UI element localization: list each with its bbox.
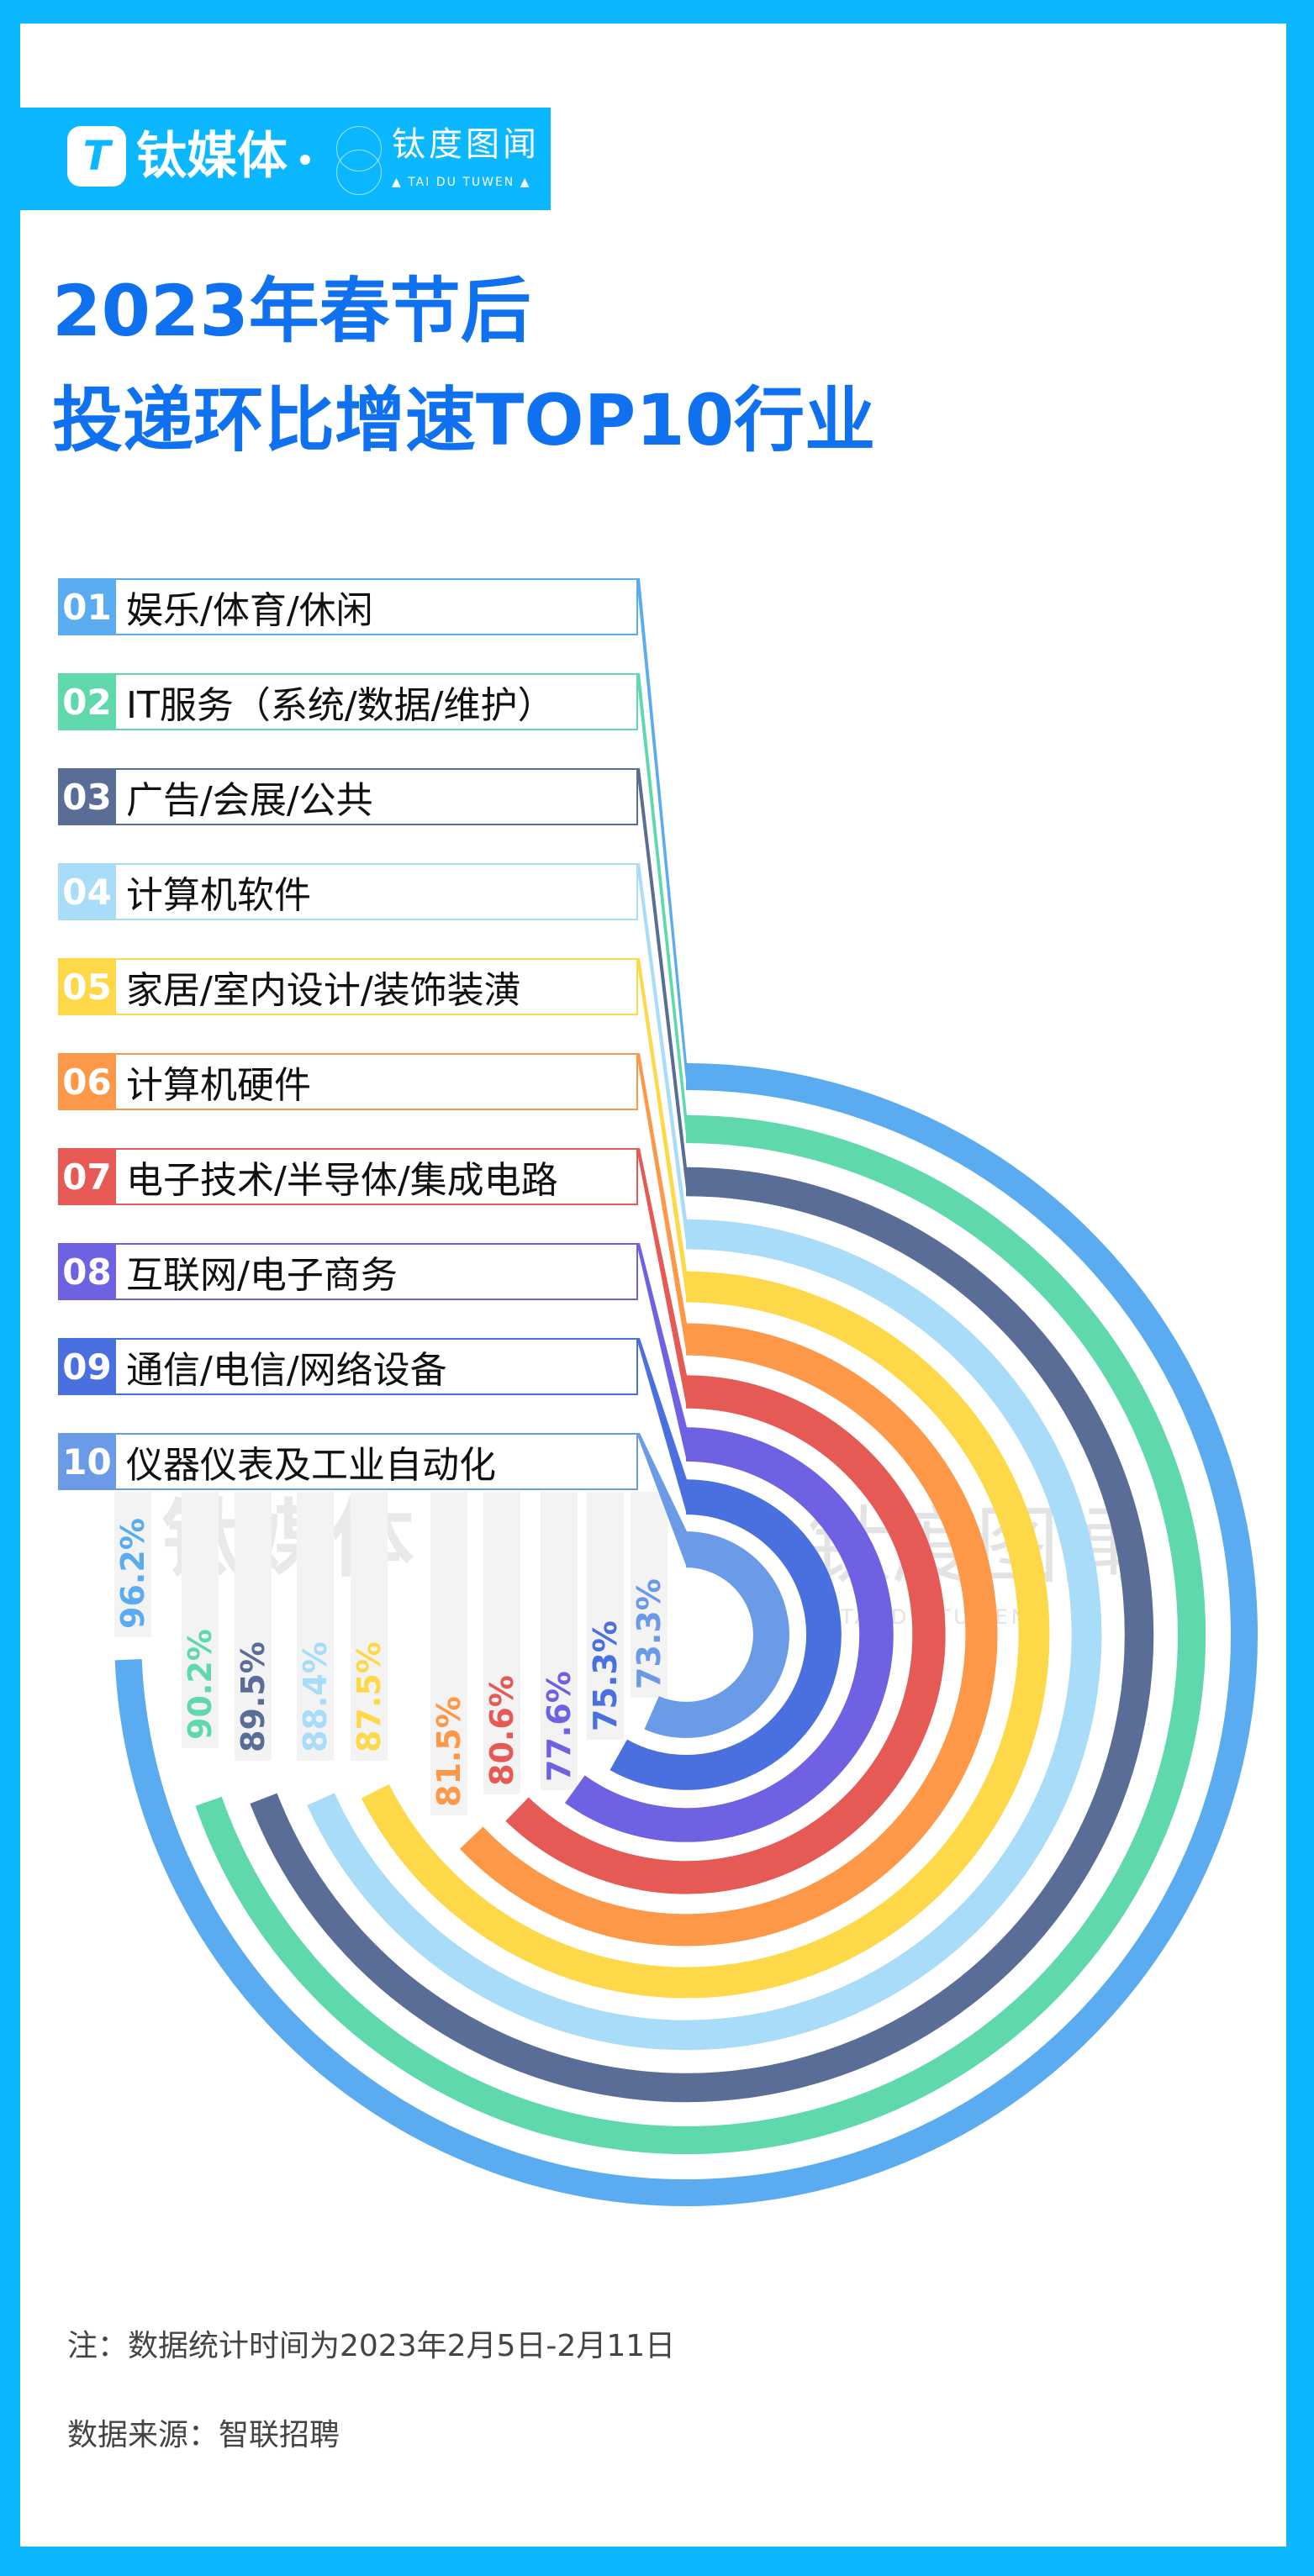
legend-rank: 03: [58, 768, 116, 825]
value-label: 96.2%: [114, 1518, 151, 1629]
legend-label: 计算机软件: [126, 874, 311, 917]
connector-line: [636, 1148, 687, 1409]
brand2-logo-icon-lower: [336, 150, 382, 195]
legend-label: 家居/室内设计/装饰装潢: [126, 969, 521, 1012]
ring-bar: [505, 1375, 946, 1894]
value-label: 75.3%: [587, 1620, 624, 1731]
label-column-bg: [631, 1492, 668, 1698]
label-column-bg: [235, 1492, 272, 1761]
legend-rank: 01: [58, 578, 116, 635]
label-column-bg: [587, 1492, 624, 1740]
label-column-bg: [483, 1492, 520, 1794]
ring-bar: [195, 1114, 1206, 2155]
ring-bar: [114, 1063, 1258, 2206]
ring-bar: [459, 1323, 998, 1946]
data-source: 数据来源：智联招聘: [67, 2418, 340, 2452]
connector-line: [636, 1433, 687, 1568]
legend-rank: 08: [58, 1243, 116, 1300]
connector-line: [636, 863, 687, 1250]
connector-line: [636, 1338, 687, 1515]
label-column-bg: [297, 1492, 334, 1761]
connector-line: [636, 1053, 687, 1356]
label-column-bg: [430, 1492, 467, 1815]
connector-line: [636, 578, 687, 1090]
ring-bar: [610, 1479, 842, 1790]
legend-rank: 02: [58, 673, 116, 730]
legend-rank: 04: [58, 863, 116, 920]
legend-label: 电子技术/半导体/集成电路: [126, 1159, 558, 1202]
page-title-line1: 2023年春节后: [52, 270, 531, 352]
separator-dot: [300, 155, 310, 165]
legend-label: 通信/电信/网络设备: [126, 1349, 447, 1392]
ring-bar: [564, 1427, 894, 1842]
label-column-bg: [114, 1492, 151, 1637]
legend-label: 广告/会展/公共: [126, 779, 373, 822]
connector-line: [636, 768, 687, 1197]
legend-rank: 07: [58, 1148, 116, 1205]
brand-name: 钛媒体: [136, 127, 288, 186]
connector-line: [636, 1243, 687, 1462]
ring-bar: [307, 1219, 1102, 2051]
value-label: 81.5%: [430, 1696, 467, 1807]
connector-line: [636, 958, 687, 1303]
legend-label: 娱乐/体育/休闲: [126, 589, 373, 632]
brand2-subtitle: ▲ TAI DU TUWEN ▲: [392, 176, 531, 189]
legend-label: IT服务（系统/数据/维护）: [126, 684, 555, 727]
value-label: 88.4%: [297, 1641, 334, 1752]
label-column-bg: [541, 1492, 578, 1790]
brand2-name: 钛度图闻: [392, 125, 540, 164]
value-label: 73.3%: [631, 1578, 668, 1689]
titanium-media-logo-icon: T: [67, 126, 126, 187]
label-column-bg: [351, 1492, 388, 1761]
value-label: 90.2%: [182, 1629, 219, 1740]
ring-bar: [644, 1531, 789, 1738]
label-column-bg: [182, 1492, 219, 1748]
legend-label: 仪器仪表及工业自动化: [126, 1444, 496, 1487]
legend-label: 计算机硬件: [126, 1064, 311, 1107]
value-label: 77.6%: [541, 1671, 578, 1782]
page-title-line2: 投递环比增速TOP10行业: [52, 379, 876, 461]
legend-rank: 09: [58, 1338, 116, 1395]
value-label: 87.5%: [351, 1641, 388, 1752]
value-label: 80.6%: [483, 1675, 520, 1786]
legend-rank: 05: [58, 958, 116, 1015]
ring-bar: [250, 1167, 1154, 2103]
value-label: 89.5%: [235, 1641, 272, 1752]
legend-rank: 06: [58, 1053, 116, 1110]
footnote: 注：数据统计时间为2023年2月5日-2月11日: [67, 2329, 676, 2363]
legend-rank: 10: [58, 1433, 116, 1490]
ring-bar: [361, 1271, 1050, 1999]
legend-label: 互联网/电子商务: [126, 1254, 398, 1297]
connector-line: [636, 673, 687, 1144]
